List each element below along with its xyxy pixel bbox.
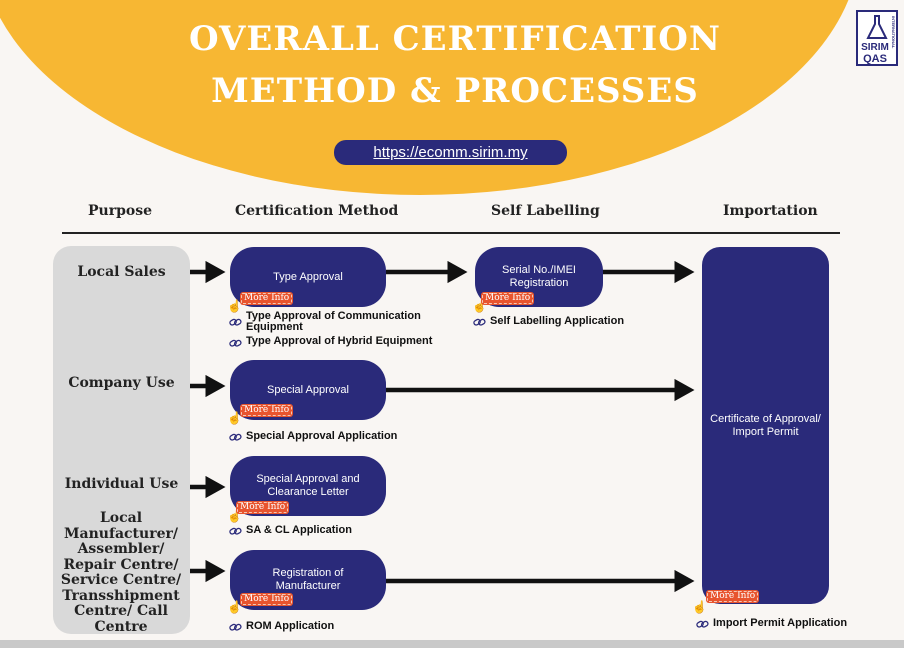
more-info-button-rom[interactable]: More Info <box>240 593 294 606</box>
link-icon <box>229 527 242 535</box>
link-sa-cl-application[interactable]: SA & CL Application <box>246 524 352 536</box>
more-info-button-type-approval[interactable]: More Info <box>240 292 294 305</box>
page-title-line1: OVERALL CERTIFICATION <box>189 19 721 59</box>
purpose-individual-use: Individual Use <box>64 476 179 492</box>
logo-text-international: INTERNATIONAL <box>891 16 896 49</box>
link-type-approval-communication-line1: Type Approval of Communication <box>246 310 421 322</box>
pointing-hand-icon: ☝ <box>227 411 242 425</box>
serial-imei-registration-box[interactable]: Serial No./IMEI Registration <box>475 247 603 307</box>
link-type-approval-communication[interactable]: Type Approval of Communication Equipment <box>246 311 421 333</box>
rom-label-line2: Manufacturer <box>275 580 341 592</box>
logo-text-sirim: SIRIM <box>861 42 889 53</box>
page-title-line2: METHOD & PROCESSES <box>211 71 699 111</box>
column-header-certification-method: Certification Method <box>235 203 399 219</box>
link-type-approval-hybrid[interactable]: Type Approval of Hybrid Equipment <box>246 335 433 347</box>
link-special-approval-application[interactable]: Special Approval Application <box>246 430 398 442</box>
special-approval-label: Special Approval <box>267 383 349 396</box>
type-approval-label: Type Approval <box>273 270 343 283</box>
link-icon <box>229 318 242 326</box>
link-import-permit-application[interactable]: Import Permit Application <box>713 617 848 629</box>
sa-cl-label-line1: Special Approval and <box>256 473 360 485</box>
sirim-qas-logo: SIRIM QAS INTERNATIONAL <box>856 10 898 66</box>
sa-cl-label-line2: Clearance Letter <box>267 486 349 498</box>
link-icon <box>473 318 486 326</box>
purpose-panel <box>53 246 190 634</box>
purpose-local-manufacturer: Local Manufacturer/ Assembler/ Repair Ce… <box>60 510 182 635</box>
link-icon <box>229 623 242 631</box>
serial-label-line1: Serial No./IMEI <box>502 264 576 276</box>
column-header-self-labelling: Self Labelling <box>491 203 600 219</box>
certificate-label: Certificate of Approval/ Import Permit <box>710 412 821 438</box>
certificate-import-permit-box[interactable]: Certificate of Approval/ Import Permit <box>702 247 829 604</box>
ecomm-url-link[interactable]: https://ecomm.sirim.my <box>334 140 567 165</box>
more-info-button-special-approval[interactable]: More Info <box>240 404 294 417</box>
link-rom-application[interactable]: ROM Application <box>246 620 335 632</box>
rom-label-line1: Registration of <box>272 567 344 579</box>
logo-text-qas: QAS <box>863 53 887 65</box>
column-header-importation: Importation <box>723 203 818 219</box>
header-divider <box>62 232 840 234</box>
purpose-company-use: Company Use <box>68 375 175 391</box>
pointing-hand-icon: ☝ <box>227 299 242 313</box>
more-info-button-import-permit[interactable]: More Info <box>706 590 760 603</box>
purpose-local-sales: Local Sales <box>77 264 166 280</box>
column-header-purpose: Purpose <box>88 203 152 219</box>
link-self-labelling-application[interactable]: Self Labelling Application <box>490 315 625 327</box>
serial-label-line2: Registration <box>509 277 569 289</box>
more-info-button-serial[interactable]: More Info <box>481 292 535 305</box>
link-type-approval-communication-line2: Equipment <box>246 321 303 333</box>
bottom-scroll-strip <box>0 640 904 648</box>
pointing-hand-icon: ☝ <box>692 600 707 614</box>
more-info-button-sa-cl[interactable]: More Info <box>236 501 290 514</box>
link-icon <box>696 620 709 628</box>
link-icon <box>229 433 242 441</box>
link-icon <box>229 339 242 347</box>
pointing-hand-icon: ☝ <box>227 600 242 614</box>
flask-icon <box>866 15 888 39</box>
